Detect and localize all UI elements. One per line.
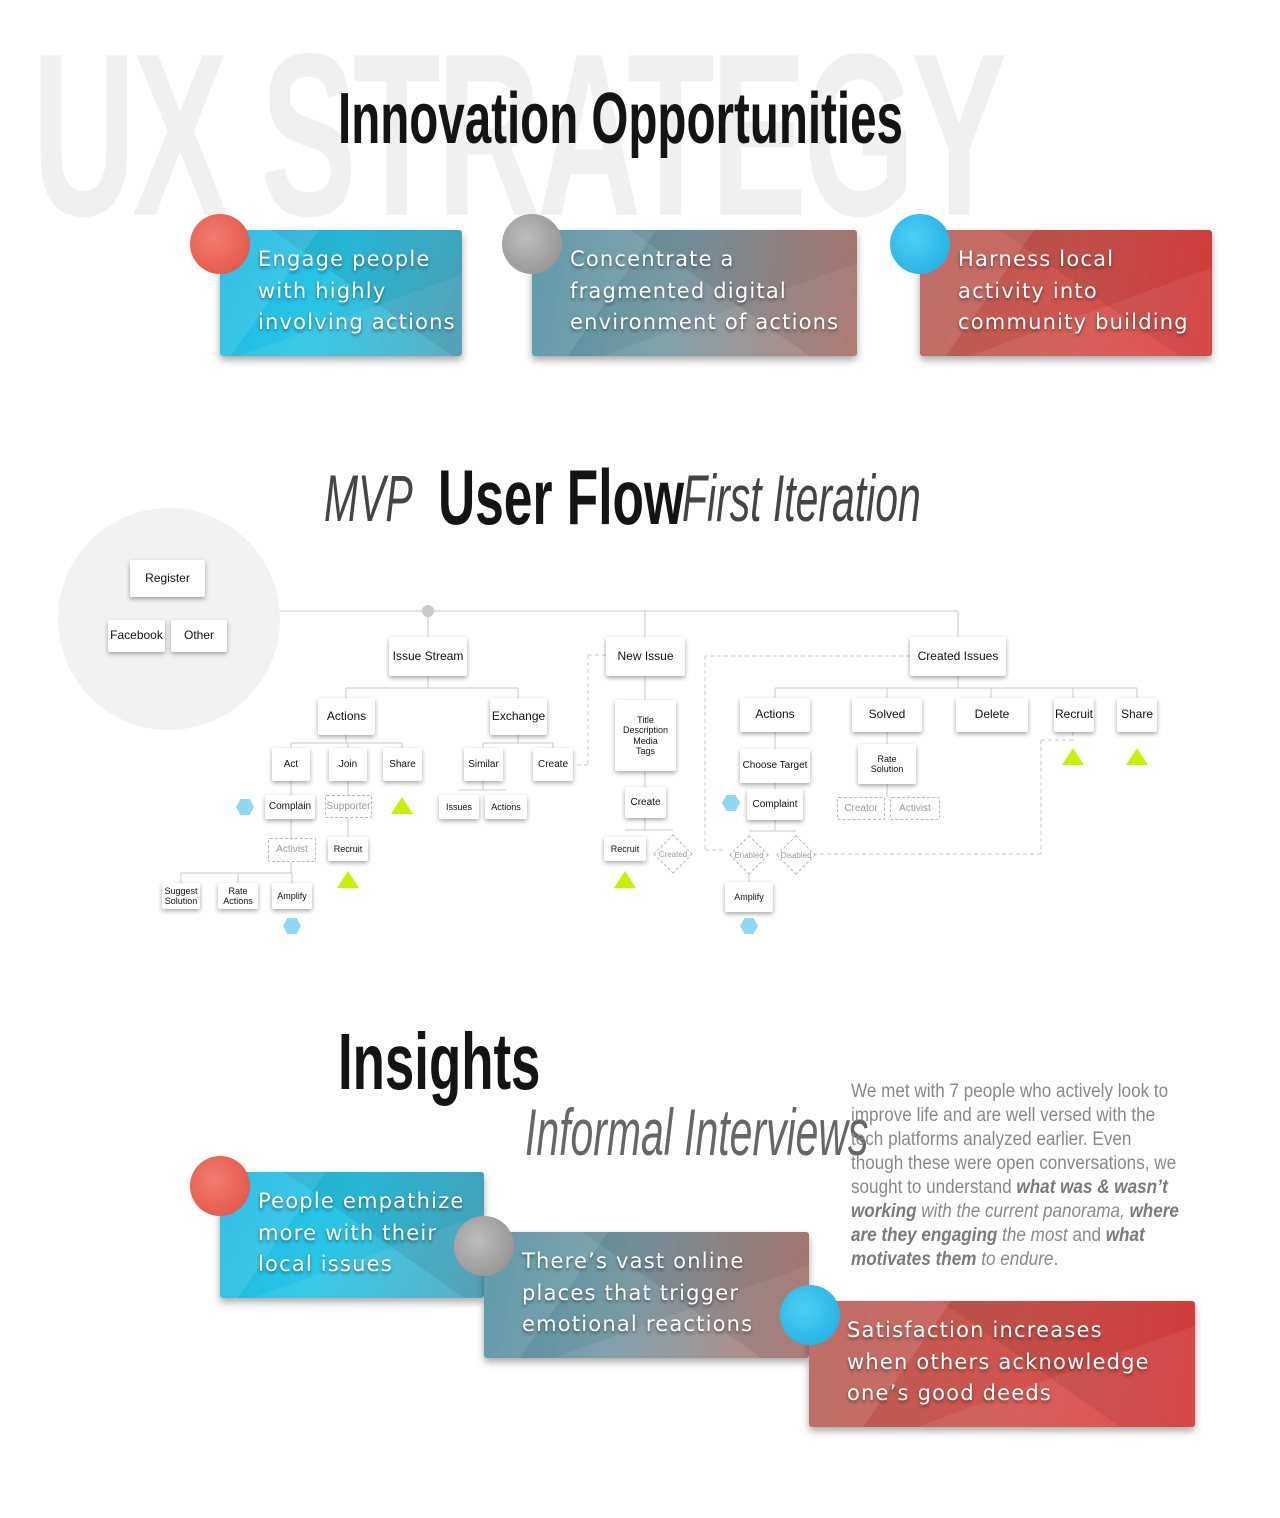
solved-node[interactable]: Solved <box>852 698 922 732</box>
choose-target-node[interactable]: Choose Target <box>740 749 810 783</box>
triangle-icon <box>337 871 359 888</box>
hexagon-icon <box>236 799 254 815</box>
insights-title: Insights <box>338 1017 541 1106</box>
facebook-button[interactable]: Facebook <box>108 620 165 652</box>
issues-node[interactable]: Issues <box>439 795 479 819</box>
recruit-node[interactable]: Recruit <box>604 837 646 861</box>
gray-dot-icon <box>502 214 562 274</box>
act-node[interactable]: Act <box>272 748 310 781</box>
issue-stream-node[interactable]: Issue Stream <box>389 637 467 676</box>
activist-node: Activist <box>890 797 940 820</box>
activist-node: Activist <box>268 838 316 862</box>
triangle-icon <box>614 871 636 888</box>
supporter-node: Supporter <box>325 795 372 818</box>
red-dot-icon <box>190 1156 250 1216</box>
actions-node[interactable]: Actions <box>318 698 375 735</box>
suggest-solution-node[interactable]: Suggest Solution <box>162 883 200 909</box>
recruit-node[interactable]: Recruit <box>328 837 368 861</box>
interviews-paragraph: We met with 7 people who actively look t… <box>851 1081 1179 1270</box>
exchange-node[interactable]: Exchange <box>490 698 547 735</box>
gray-dot-icon <box>454 1216 514 1276</box>
complaint-node[interactable]: Complaint <box>747 789 803 820</box>
innovation-card-3: Harness local activity into community bu… <box>920 230 1212 356</box>
insight-card-2: There’s vast online places that trigger … <box>484 1232 809 1358</box>
rate-solution-node[interactable]: Rate Solution <box>858 744 916 784</box>
join-node[interactable]: Join <box>329 748 367 781</box>
hexagon-icon <box>722 795 740 811</box>
blue-dot-icon <box>780 1285 840 1345</box>
insight-card-1: People empathize more with their local i… <box>220 1172 484 1298</box>
create-issue-node[interactable]: Create <box>625 787 666 818</box>
userflow-prefix: MVP <box>324 461 413 535</box>
blue-dot-icon <box>890 214 950 274</box>
background-watermark-word: UX STRATEGY <box>32 6 1007 265</box>
created-actions-node[interactable]: Actions <box>740 698 810 732</box>
share-node[interactable]: Share <box>1117 698 1157 732</box>
userflow-suffix: First Iteration <box>682 461 921 535</box>
insights-subtitle: Informal Interviews <box>525 1095 869 1169</box>
hexagon-icon <box>740 918 758 934</box>
amplify-node[interactable]: Amplify <box>725 882 773 912</box>
enabled-label: Enabled <box>734 851 764 860</box>
complain-node[interactable]: Complain <box>265 795 315 819</box>
create-node[interactable]: Create <box>533 748 573 781</box>
register-button[interactable]: Register <box>130 560 205 597</box>
creator-node: Creator <box>837 797 885 820</box>
recruit-node[interactable]: Recruit <box>1054 698 1094 732</box>
innovation-card-1-text: Engage people with highly involving acti… <box>258 247 456 334</box>
insight-card-3-text: Satisfaction increases when others ackno… <box>847 1318 1150 1405</box>
share-node[interactable]: Share <box>383 748 422 781</box>
insight-card-2-text: There’s vast online places that trigger … <box>522 1249 754 1336</box>
triangle-icon <box>391 797 413 814</box>
innovation-card-3-text: Harness local activity into community bu… <box>958 247 1189 334</box>
innovation-card-1: Engage people with highly involving acti… <box>220 230 462 356</box>
similar-node[interactable]: Similar <box>464 748 503 781</box>
hexagon-icon <box>283 918 301 934</box>
issue-fields-node[interactable]: Title Description Media Tags <box>615 700 676 771</box>
innovation-card-2: Concentrate a fragmented digital environ… <box>532 230 857 356</box>
rate-actions-node[interactable]: Rate Actions <box>218 883 258 909</box>
amplify-node[interactable]: Amplify <box>272 883 312 909</box>
exchange-actions-node[interactable]: Actions <box>485 795 527 819</box>
insight-card-3: Satisfaction increases when others ackno… <box>809 1301 1195 1427</box>
triangle-icon <box>1062 748 1084 765</box>
created-label: Created <box>658 850 688 859</box>
triangle-icon <box>1126 748 1148 765</box>
created-issues-node[interactable]: Created Issues <box>910 637 1006 676</box>
innovation-title: Innovation Opportunities <box>338 79 903 159</box>
disabled-label: Disabled <box>780 851 812 860</box>
innovation-card-2-text: Concentrate a fragmented digital environ… <box>570 247 840 334</box>
new-issue-node[interactable]: New Issue <box>606 637 685 676</box>
red-dot-icon <box>190 214 250 274</box>
userflow-title: User Flow <box>438 453 685 541</box>
other-button[interactable]: Other <box>171 620 227 652</box>
delete-node[interactable]: Delete <box>956 698 1028 732</box>
insight-card-1-text: People empathize more with their local i… <box>258 1189 465 1276</box>
register-circle <box>58 508 280 730</box>
